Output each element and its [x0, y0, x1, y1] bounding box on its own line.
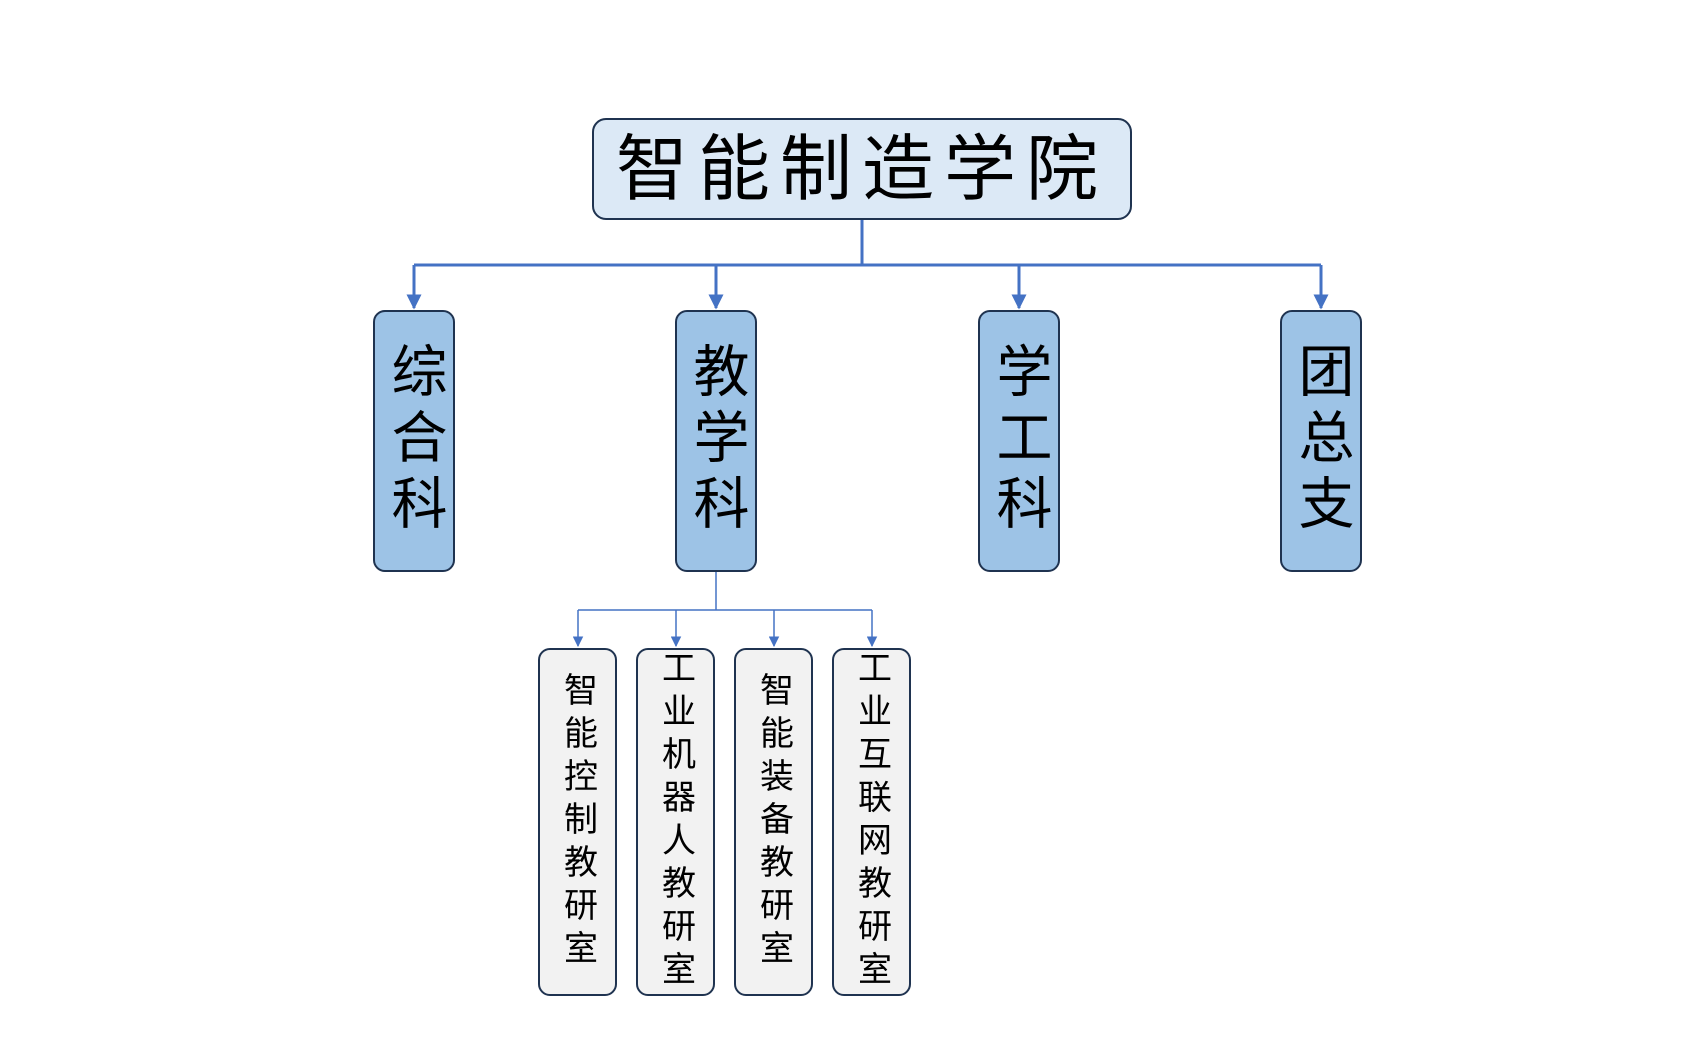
root-label: 智能制造学院: [615, 127, 1108, 211]
root-node: 智能制造学院: [592, 118, 1132, 220]
department-label-3: 学工科: [987, 342, 1052, 540]
department-node-1: 综合科: [373, 310, 455, 572]
department-node-4: 团总支: [1280, 310, 1362, 572]
department-label-4: 团总支: [1289, 342, 1354, 540]
office-label-2: 工业机器人教研室: [655, 650, 696, 994]
office-node-4: 工业互联网教研室: [832, 648, 911, 996]
office-label-3: 智能装备教研室: [753, 671, 794, 973]
office-label-4: 工业互联网教研室: [851, 650, 892, 994]
department-node-2: 教学科: [675, 310, 757, 572]
department-label-2: 教学科: [684, 342, 749, 540]
office-label-1: 智能控制教研室: [557, 671, 598, 973]
department-label-1: 综合科: [382, 342, 447, 540]
department-node-3: 学工科: [978, 310, 1060, 572]
office-node-1: 智能控制教研室: [538, 648, 617, 996]
office-node-3: 智能装备教研室: [734, 648, 813, 996]
office-node-2: 工业机器人教研室: [636, 648, 715, 996]
